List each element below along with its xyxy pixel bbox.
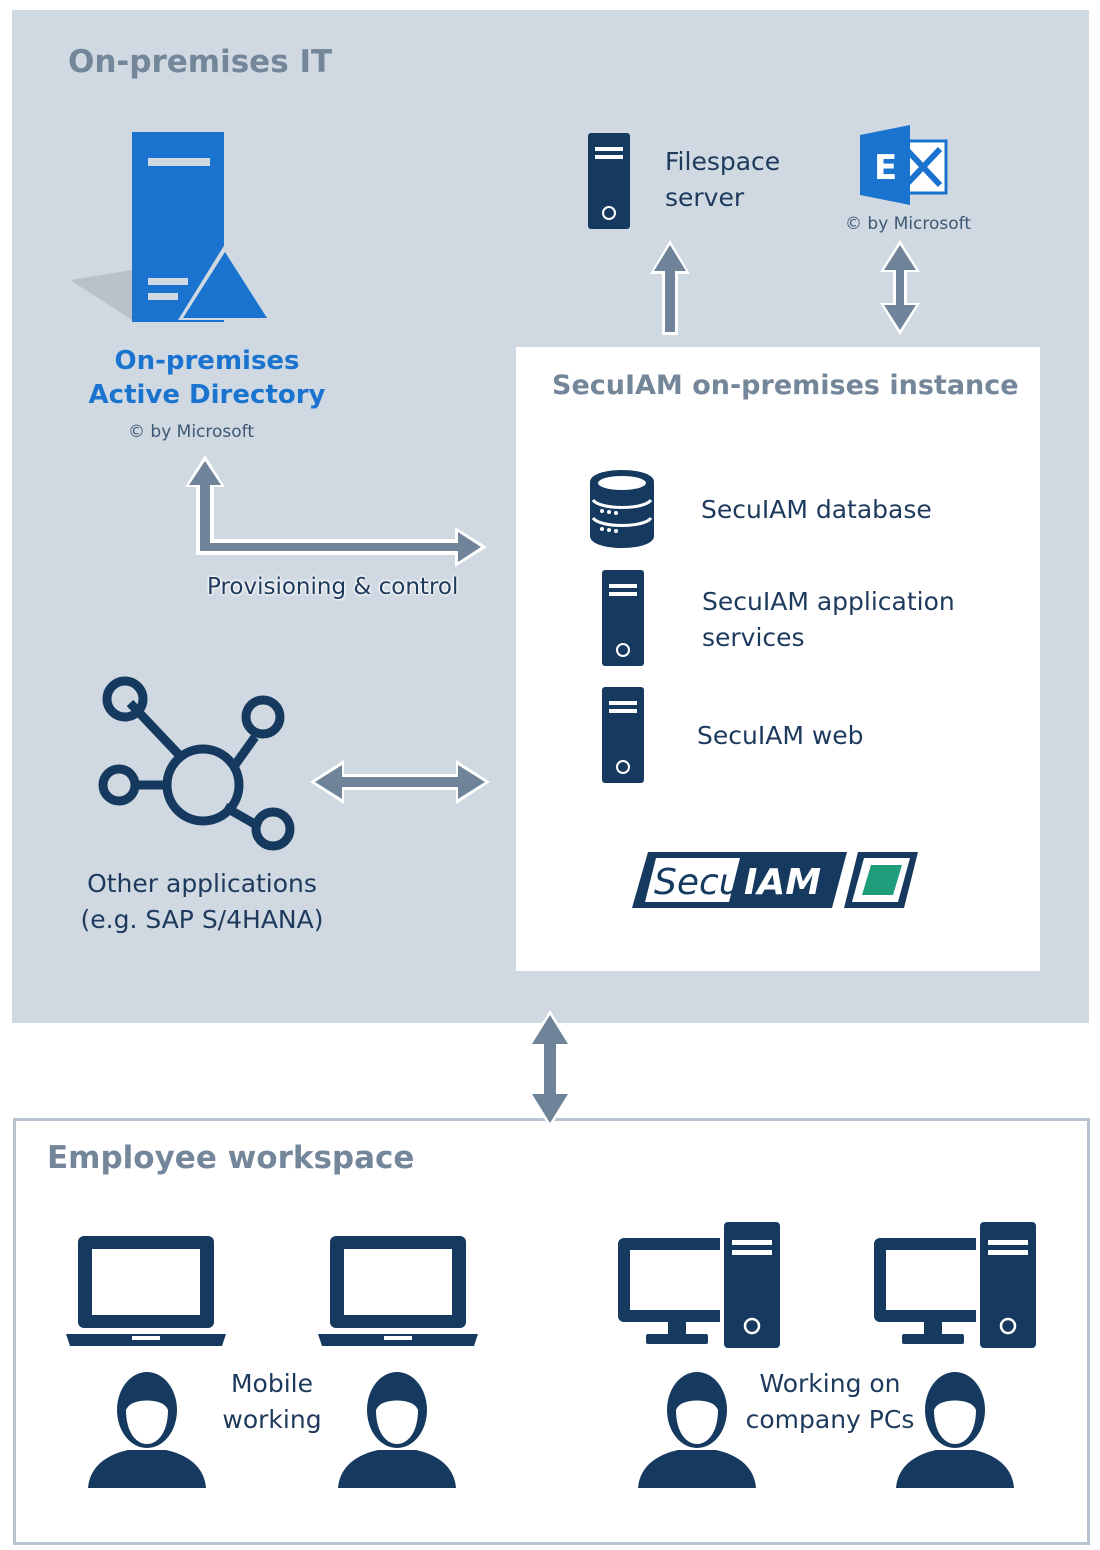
mobile-working-line1: Mobile [230,1369,313,1398]
exchange-copyright: © by Microsoft [845,214,972,234]
database-label: SecuIAM database [701,495,932,524]
filespace-label: Filespace server [665,144,780,216]
exchange-icon: E [860,125,948,205]
onprem-title: On-premises IT [68,44,333,80]
network-hub-icon [98,676,295,851]
filespace-label-line1: Filespace [665,147,781,176]
company-pcs-label: Working on company PCs [730,1366,930,1438]
other-apps-label: Other applications (e.g. SAP S/4HANA) [62,866,342,938]
workspace-title: Employee workspace [47,1140,415,1176]
workspace-double-arrow [528,1010,572,1128]
other-apps-double-arrow [310,760,490,804]
ad-title: On-premises Active Directory [60,344,354,412]
exchange-letter: E [874,148,897,188]
ad-title-line1: On-premises [114,346,300,376]
exchange-double-arrow [880,240,920,335]
user-icon-4 [896,1372,1014,1488]
web-label: SecuIAM web [697,721,864,750]
web-server-icon [602,687,644,783]
ad-title-line2: Active Directory [88,380,326,410]
filespace-up-arrow [650,240,690,335]
active-directory-icon [70,132,272,322]
logo-text-iam: IAM [744,862,821,903]
mobile-working-line2: working [222,1405,322,1434]
app-services-server-icon [602,570,644,666]
desktop-pc-icon-left [618,1220,782,1350]
filespace-server-icon [588,133,630,229]
company-pcs-line1: Working on [759,1369,901,1398]
database-icon [590,470,654,548]
desktop-pc-icon-right [874,1220,1038,1350]
provisioning-arrow [185,455,487,567]
ad-copyright: © by Microsoft [128,422,255,442]
app-services-label: SecuIAM application services [702,584,955,656]
app-services-label-line1: SecuIAM application [702,587,955,616]
laptop-icon-left [66,1236,226,1346]
laptop-icon-right [318,1236,478,1346]
app-services-label-line2: services [702,623,805,652]
provisioning-label: Provisioning & control [207,574,459,600]
instance-title: SecuIAM on-premises instance [552,370,1019,401]
other-apps-line1: Other applications [87,869,317,898]
user-icon-1 [88,1372,206,1488]
user-icon-2 [338,1372,456,1488]
other-apps-line2: (e.g. SAP S/4HANA) [80,905,324,934]
company-pcs-line2: company PCs [745,1405,915,1434]
filespace-label-line2: server [665,183,745,212]
user-icon-3 [638,1372,756,1488]
logo-text-secu: Secu [654,862,742,903]
mobile-working-label: Mobile working [202,1366,342,1438]
seculam-logo: Secu IAM [632,852,918,908]
